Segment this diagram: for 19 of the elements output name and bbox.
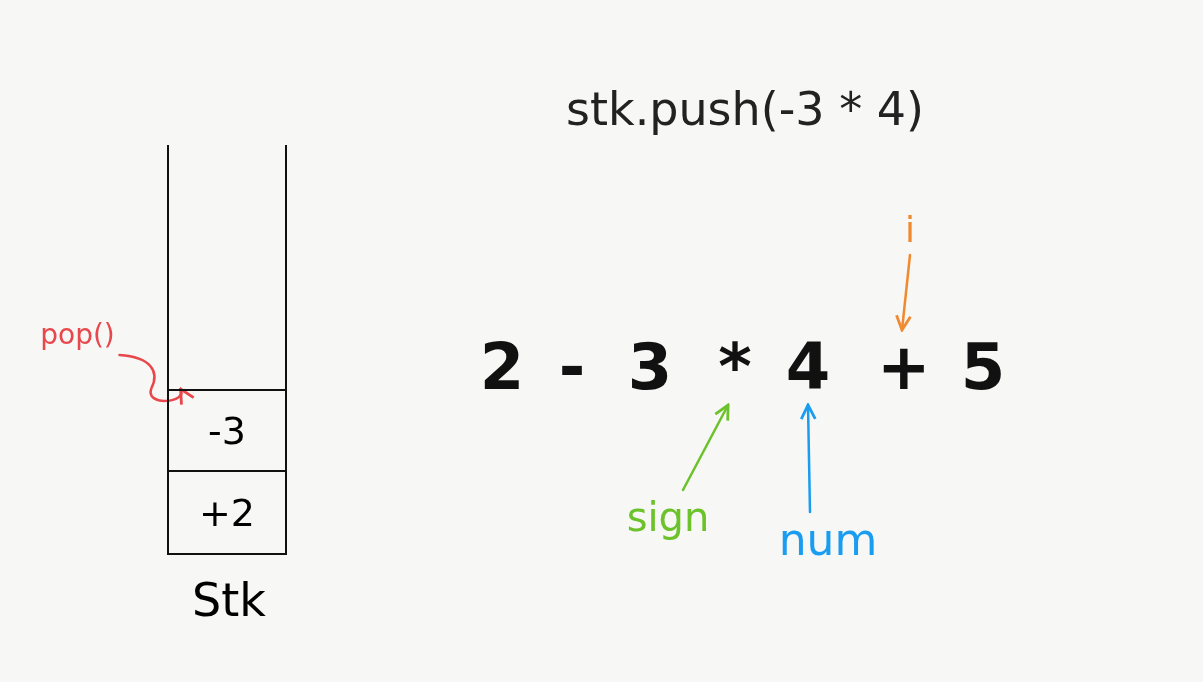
- arrow: [118, 353, 193, 406]
- expression-token: 3: [625, 330, 675, 405]
- stack-caption: Stk: [191, 572, 267, 629]
- pointer-label: sign: [618, 490, 718, 545]
- arrow: [681, 403, 730, 492]
- arrow: [895, 253, 912, 332]
- expression-token: *: [712, 330, 758, 405]
- expression-token: 4: [783, 330, 833, 405]
- title: stk.push(-3 * 4): [565, 82, 925, 136]
- expression-token: -: [550, 330, 594, 405]
- cell-value: +2: [199, 490, 255, 535]
- pointer-label: i: [890, 205, 930, 255]
- pointer-label: pop(): [25, 315, 130, 355]
- expression-token: +: [877, 330, 927, 405]
- expression-token: 5: [958, 330, 1008, 405]
- pointer-label: num: [768, 512, 888, 567]
- cell-value: -3: [208, 408, 246, 453]
- arrow: [799, 403, 817, 514]
- expression-token: 2: [477, 330, 527, 405]
